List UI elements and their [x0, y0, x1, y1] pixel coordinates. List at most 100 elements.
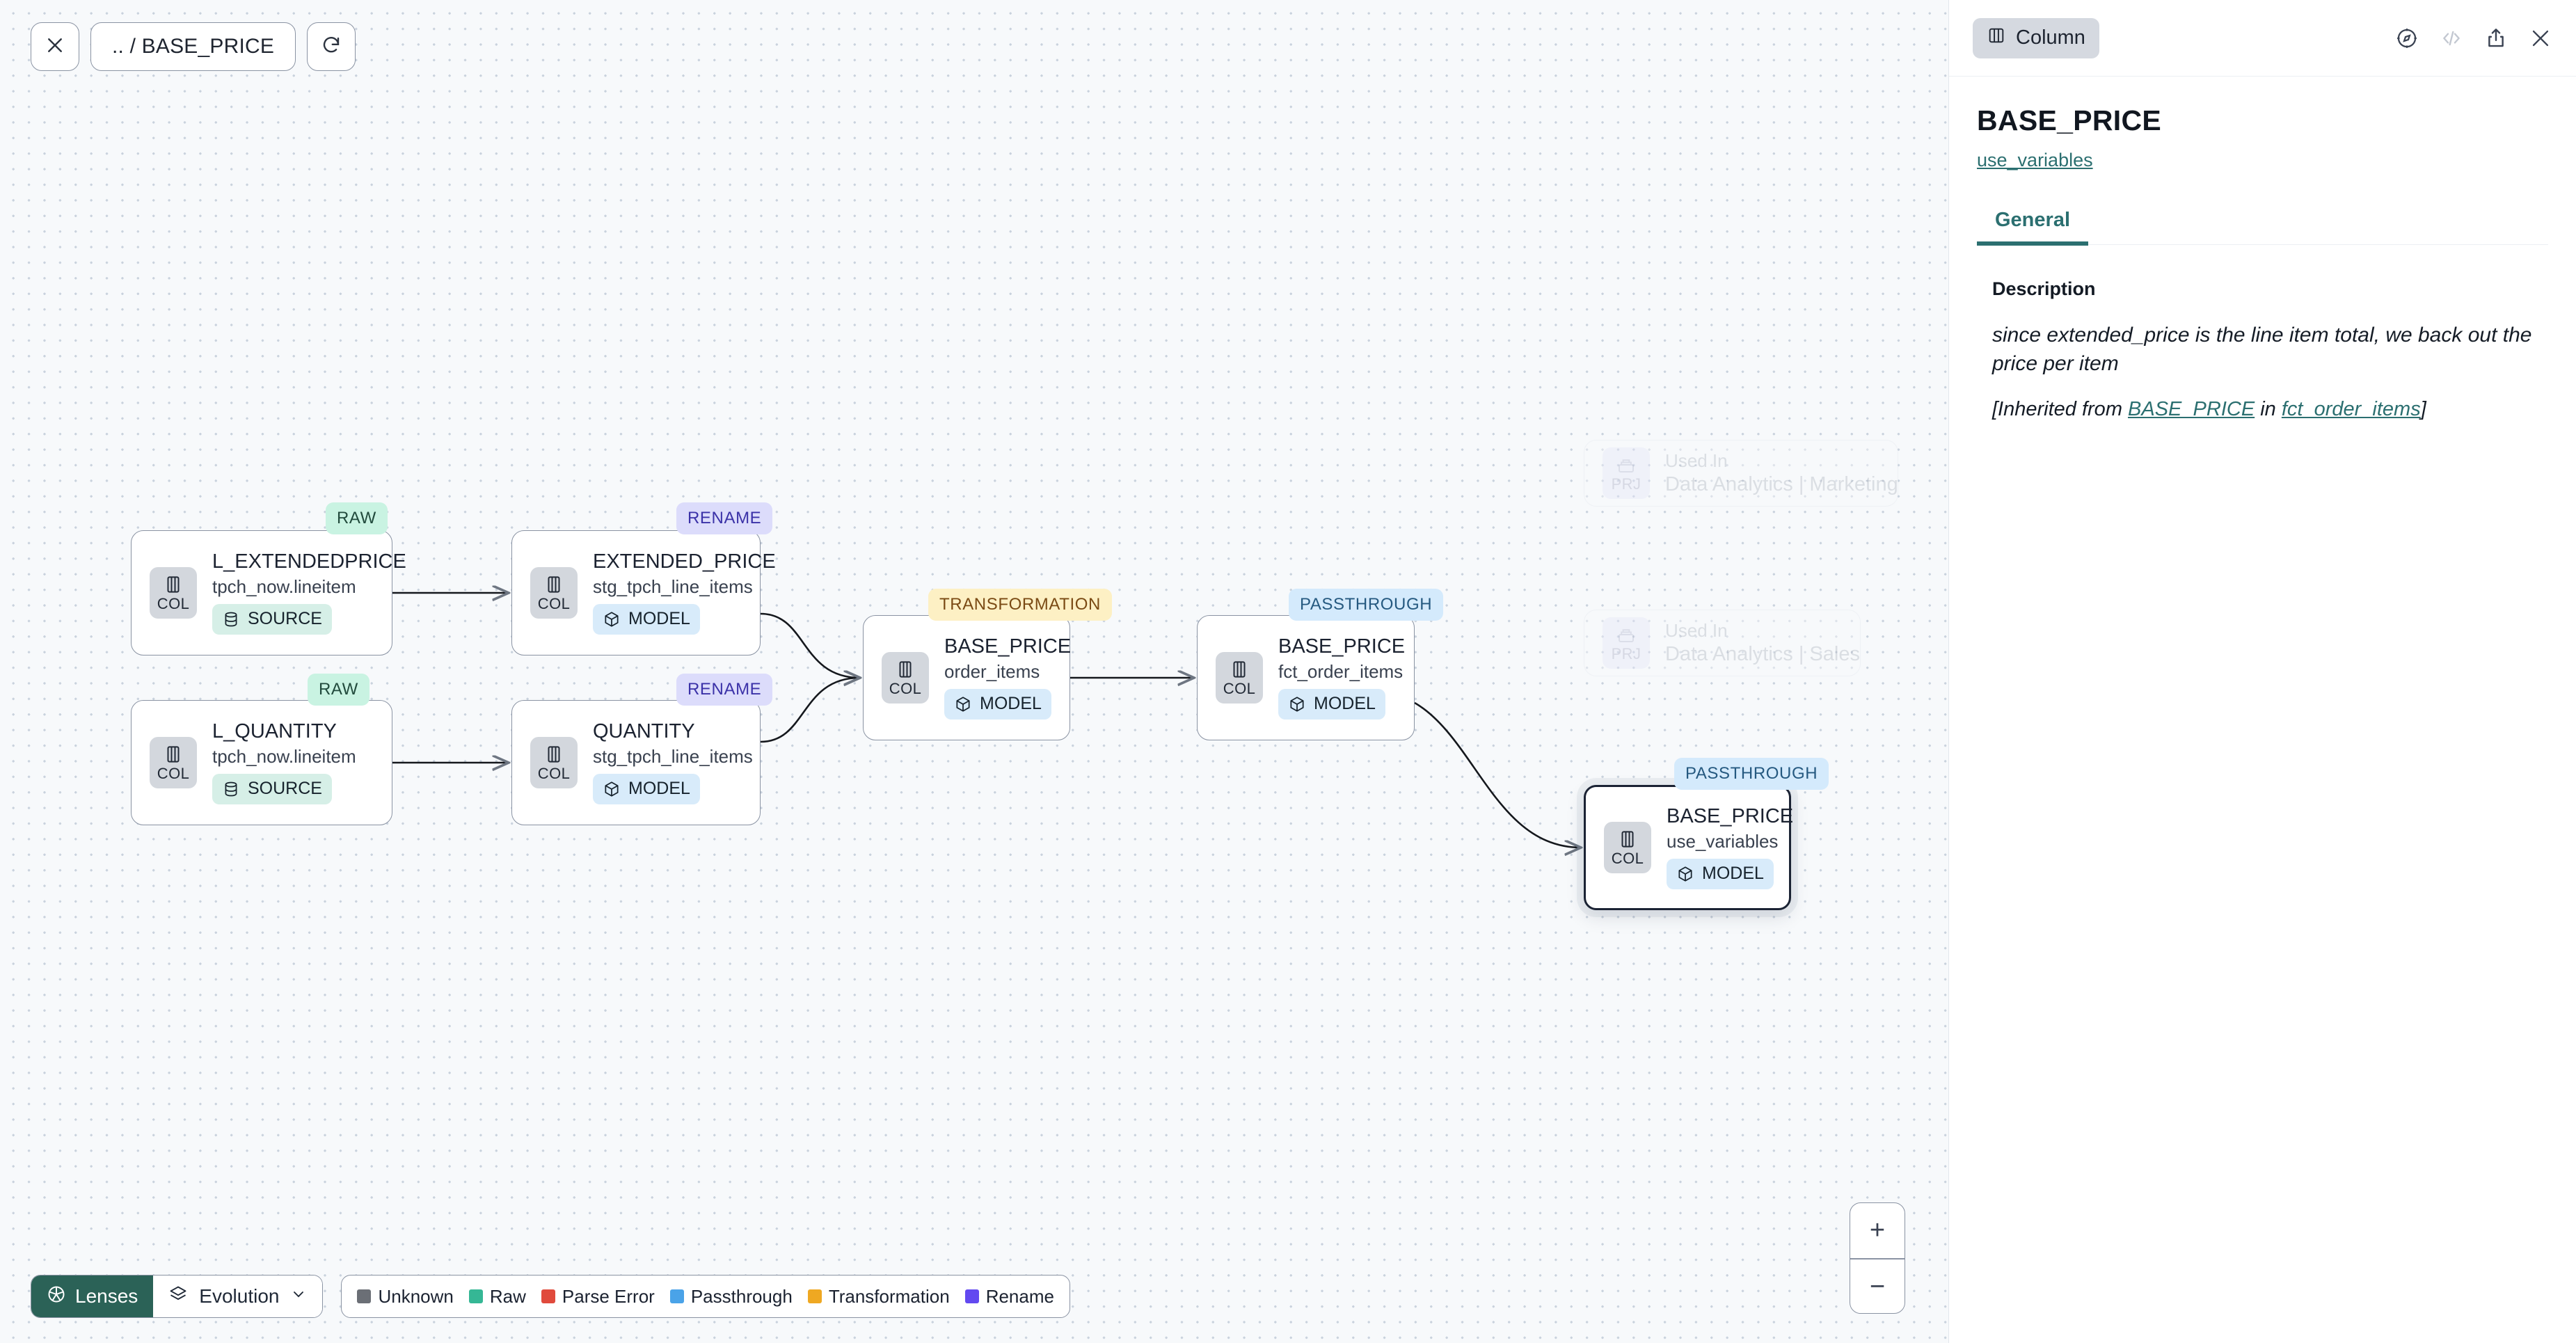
code-icon[interactable] — [2440, 26, 2463, 50]
column-icon: COL — [1216, 652, 1263, 704]
inherited-prefix: [Inherited from — [1992, 398, 2128, 420]
legend-swatch — [357, 1289, 371, 1303]
column-icon: COL — [530, 567, 578, 619]
used-in-card[interactable]: PRJUsed InData Analytics | Marketing — [1584, 440, 1898, 507]
node-kind-badge: PASSTHROUGH — [1674, 758, 1829, 790]
bottom-bar: Lenses Evolution Unknown — [31, 1275, 1070, 1318]
evolution-label: Evolution — [199, 1285, 279, 1308]
node-kind-badge: RAW — [308, 674, 369, 706]
node-type-badge: SOURCE — [212, 774, 332, 804]
tab-general[interactable]: General — [1977, 209, 2088, 244]
close-icon[interactable] — [2529, 26, 2552, 50]
share-icon[interactable] — [2484, 26, 2508, 50]
lineage-canvas[interactable]: RAWCOLL_EXTENDEDPRICEtpch_now.lineitemSO… — [0, 0, 1948, 1343]
legend-swatch — [965, 1289, 979, 1303]
description-text: since extended_price is the line item to… — [1992, 321, 2533, 379]
inherited-suffix: ] — [2421, 398, 2426, 420]
close-icon — [45, 35, 65, 59]
column-icon: COL — [530, 737, 578, 788]
legend-item[interactable]: Rename — [965, 1286, 1054, 1308]
used-in-card[interactable]: PRJ Used In Data Analytics | Sales — [1584, 610, 1861, 676]
lineage-node[interactable]: COLEXTENDED_PRICEstg_tpch_line_itemsMODE… — [511, 530, 761, 655]
node-title: EXTENDED_PRICE — [593, 551, 776, 573]
refresh-icon — [321, 35, 342, 59]
used-in-name: Data Analytics | Marketing — [1665, 475, 1898, 495]
aperture-icon — [47, 1285, 66, 1309]
node-subtitle: fct_order_items — [1278, 662, 1403, 682]
lineage-node[interactable]: COLL_EXTENDEDPRICEtpch_now.lineitemSOURC… — [131, 530, 392, 655]
legend-label: Transformation — [829, 1286, 950, 1308]
node-type-badge: SOURCE — [212, 604, 332, 635]
used-in-name: Data Analytics | Sales — [1665, 644, 1860, 665]
node-title: BASE_PRICE — [1667, 806, 1793, 828]
compass-icon[interactable] — [2395, 26, 2419, 50]
node-subtitle: tpch_now.lineitem — [212, 747, 356, 767]
node-kind-badge: RENAME — [676, 674, 772, 706]
model-link[interactable]: use_variables — [1977, 150, 2093, 171]
entity-kind-label: Column — [2016, 26, 2085, 49]
project-icon: PRJ — [1603, 447, 1650, 499]
lineage-node[interactable]: COL BASE_PRICE fct_order_itemsMODEL — [1197, 615, 1415, 740]
node-kind-badge: TRANSFORMATION — [928, 589, 1112, 621]
column-icon: COL — [1604, 822, 1651, 873]
refresh-button[interactable] — [307, 22, 356, 71]
inherited-column-link[interactable]: BASE_PRICE — [2128, 398, 2255, 420]
node-subtitle: use_variables — [1667, 832, 1778, 852]
node-title: L_QUANTITY — [212, 721, 337, 743]
node-type-badge: MODEL — [1667, 859, 1774, 889]
inherited-model-link[interactable]: fct_order_items — [2282, 398, 2421, 420]
legend-item[interactable]: Unknown — [357, 1286, 453, 1308]
legend-item[interactable]: Parse Error — [541, 1286, 655, 1308]
page-title: BASE_PRICE — [1977, 104, 2548, 137]
entity-kind-badge[interactable]: Column — [1973, 18, 2099, 58]
evolution-dropdown[interactable]: Evolution — [153, 1276, 322, 1317]
node-title: L_EXTENDEDPRICE — [212, 551, 406, 573]
legend-item[interactable]: Raw — [469, 1286, 526, 1308]
node-subtitle: order_items — [944, 662, 1040, 682]
node-type-badge: MODEL — [1278, 689, 1385, 720]
panel-header-actions — [2395, 26, 2552, 50]
node-title: BASE_PRICE — [1278, 636, 1405, 658]
legend-label: Passthrough — [691, 1286, 793, 1308]
legend-item[interactable]: Transformation — [808, 1286, 950, 1308]
lineage-node[interactable]: COL L_QUANTITY tpch_now.lineitemSOURCE — [131, 700, 392, 825]
node-subtitle: stg_tpch_line_items — [593, 577, 753, 597]
column-icon: COL — [150, 737, 197, 788]
legend-label: Rename — [986, 1286, 1054, 1308]
node-kind-badge: RENAME — [676, 502, 772, 534]
lenses-button[interactable]: Lenses — [31, 1276, 153, 1317]
description-block: Description since extended_price is the … — [1977, 278, 2548, 421]
panel-tabs: General — [1977, 209, 2548, 245]
zoom-controls[interactable]: + − — [1850, 1202, 1905, 1314]
node-title: BASE_PRICE — [944, 636, 1071, 658]
legend-swatch — [469, 1289, 483, 1303]
breadcrumb-button[interactable]: .. / BASE_PRICE — [90, 22, 296, 71]
column-icon: COL — [150, 567, 197, 619]
lineage-node[interactable]: COLBASE_PRICEorder_itemsMODEL — [863, 615, 1070, 740]
lenses-label: Lenses — [75, 1285, 138, 1308]
legend-swatch — [541, 1289, 555, 1303]
node-title: QUANTITY — [593, 721, 695, 743]
chevron-down-icon — [290, 1285, 307, 1308]
node-kind-badge: RAW — [326, 502, 388, 534]
lineage-node[interactable]: COL QUANTITY stg_tpch_line_itemsMODEL — [511, 700, 761, 825]
close-button[interactable] — [31, 22, 79, 71]
canvas-toolbar: .. / BASE_PRICE — [31, 22, 356, 71]
edge-n4-n5 — [761, 678, 860, 742]
node-subtitle: stg_tpch_line_items — [593, 747, 753, 767]
column-icon: COL — [882, 652, 929, 704]
zoom-out-button[interactable]: − — [1850, 1259, 1905, 1314]
lineage-node[interactable]: COL BASE_PRICE use_variablesMODEL — [1584, 785, 1791, 910]
inherited-middle: in — [2255, 398, 2282, 420]
node-type-badge: MODEL — [593, 774, 700, 804]
legend-item[interactable]: Passthrough — [670, 1286, 793, 1308]
legend-label: Raw — [490, 1286, 526, 1308]
legend-label: Unknown — [378, 1286, 453, 1308]
breadcrumb: .. / BASE_PRICE — [91, 35, 295, 58]
project-icon: PRJ — [1603, 617, 1650, 669]
node-type-badge: MODEL — [593, 604, 700, 635]
used-in-label: Used In — [1665, 621, 1860, 639]
zoom-in-button[interactable]: + — [1850, 1203, 1905, 1258]
legend-swatch — [670, 1289, 684, 1303]
